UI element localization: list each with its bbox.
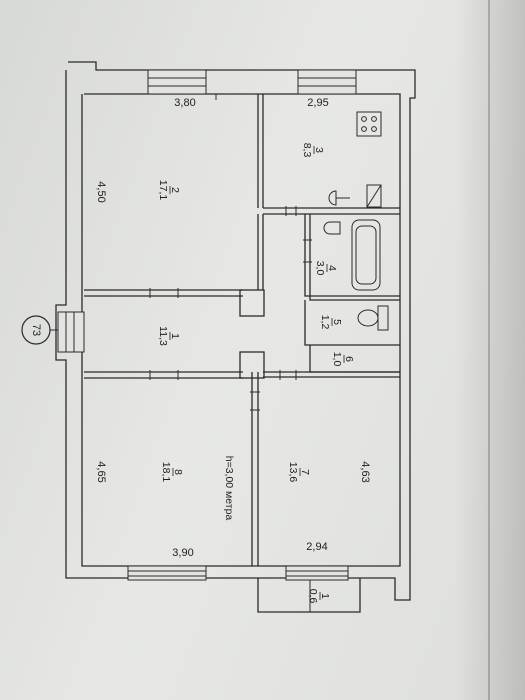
windows-bottom [127,565,349,581]
paper-shadow [455,0,525,700]
dim-bottom-right: 2,94 [306,541,327,553]
room-label-2: 2 17,1 [157,180,181,201]
door-marks [149,94,312,411]
dim-top-left: 3,80 [174,97,195,109]
window-left [57,311,85,353]
room-area: 0,6 [307,589,319,604]
windows-top [147,69,357,95]
room-number: 3 [313,147,325,153]
room-label-5: 5 1,2 [319,315,343,330]
room-number: 2 [169,187,181,193]
dim-bottom-left: 3,90 [172,547,193,559]
inner-wall [81,93,401,567]
bathtub-icon [351,219,381,291]
room-label-1: 1 11,3 [157,326,181,346]
room-number: 4 [326,265,338,271]
room-number: 1 [169,333,181,339]
interior-walls [84,94,400,566]
stove-icon [356,111,382,137]
room-label-balcony: 1 0,6 [307,589,331,604]
room-number: 8 [172,469,184,475]
room-area: 13,6 [287,462,299,483]
dim-right-lower: 4,63 [359,461,371,482]
room-label-3: 3 8,3 [301,143,325,158]
toilet-icon [357,305,389,331]
room-area: 8,3 [301,143,313,158]
room-number: 7 [299,469,311,475]
balcony [257,578,361,613]
room-area: 3,0 [314,261,326,276]
room-label-6: 6 1,0 [331,352,355,367]
building-number: 73 [30,324,42,336]
room-area: 17,1 [157,180,169,201]
dim-top-right: 2,95 [307,97,328,109]
room-label-4: 4 3,0 [314,261,338,276]
room-number: 1 [319,593,331,599]
room-number: 5 [331,319,343,325]
room-area: 1,0 [331,352,343,367]
sink-icon [366,184,382,208]
dim-left-upper: 4,50 [95,181,107,202]
heater-icon [328,190,350,206]
room-label-7: 7 13,6 [287,462,311,483]
room-label-8: 8 18,1 [160,462,184,483]
room-area: 18,1 [160,462,172,483]
dim-left-lower: 4,65 [95,461,107,482]
room-area: 11,3 [157,326,169,346]
room-area: 1,2 [319,315,331,330]
page-edge [488,0,490,700]
room-number: 6 [343,356,355,362]
basin-icon [323,221,341,235]
ceiling-height: h=3,00 метра [223,456,235,521]
